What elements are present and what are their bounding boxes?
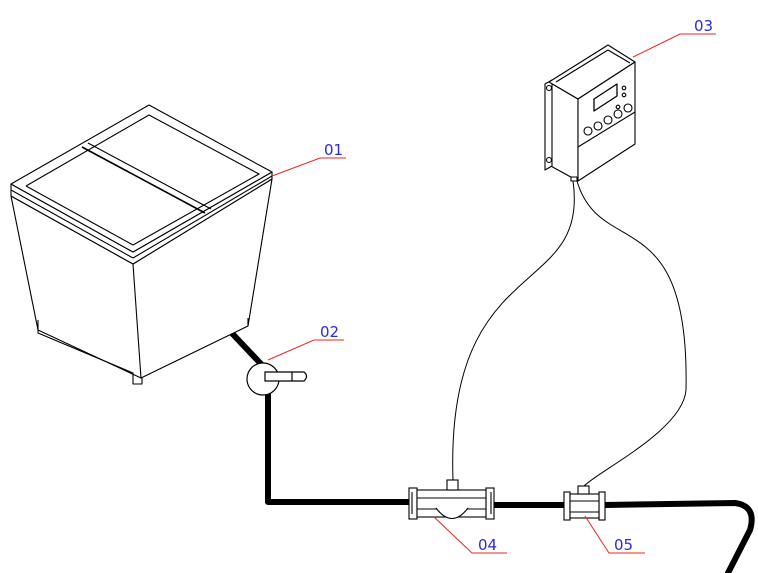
pipe-tank-to-valve — [224, 325, 265, 368]
leader-lines — [267, 33, 716, 554]
valve-icon — [246, 362, 308, 396]
label-05: 05 — [614, 536, 633, 554]
controller-icon — [544, 44, 636, 182]
label-01: 01 — [324, 141, 343, 159]
label-03: 03 — [694, 17, 713, 35]
leader-04 — [433, 516, 507, 554]
leader-02 — [267, 339, 344, 361]
signal-cables — [452, 180, 687, 487]
cable-to-sensor-05 — [576, 180, 687, 487]
leader-05 — [584, 515, 645, 554]
pipe — [224, 325, 755, 573]
pipe-valve-to-sensor — [265, 391, 415, 505]
leader-01 — [271, 157, 346, 177]
flow-sensor-icon — [408, 479, 495, 520]
sensor-icon — [563, 485, 606, 521]
label-04: 04 — [478, 536, 497, 554]
leader-03 — [632, 33, 716, 58]
pipe-outlet — [601, 500, 755, 573]
cable-to-sensor-04 — [452, 180, 575, 481]
tank-icon — [10, 104, 273, 385]
label-02: 02 — [320, 323, 339, 341]
